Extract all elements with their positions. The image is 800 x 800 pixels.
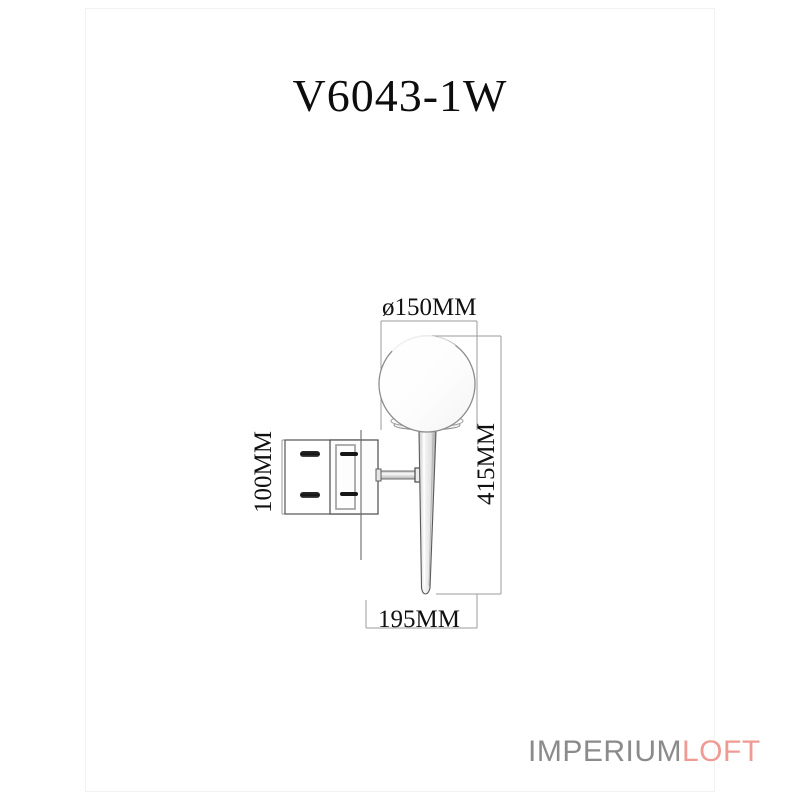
- page-border: [85, 8, 715, 792]
- logo-primary-text: IMPERIUM: [528, 735, 682, 768]
- arm-backplate-joint: [375, 468, 382, 482]
- brand-logo: IMPERIUMLOFT: [528, 735, 761, 769]
- page-title: V6043-1W: [292, 70, 508, 121]
- logo-accent-text: LOFT: [682, 735, 761, 768]
- mount-collar: [335, 444, 356, 510]
- tapered-vertical-rod: [418, 430, 437, 595]
- rod-shadow-edge: [428, 433, 434, 587]
- mount-box-outline: [329, 439, 379, 515]
- globe-highlight: [391, 335, 456, 352]
- globe-shade: [378, 335, 476, 433]
- backplate-slot-bottom: [300, 492, 320, 498]
- height-dimension-label: 415MM: [473, 423, 500, 505]
- backplate-slot-top: [300, 451, 320, 457]
- width-dimension-label: 195MM: [378, 606, 460, 633]
- mount-screw-slot-bottom: [340, 492, 358, 496]
- depth-dimension-label: 100MM: [250, 431, 277, 513]
- mount-screw-slot-top: [340, 452, 358, 456]
- horizontal-arm: [375, 467, 426, 483]
- diameter-dimension-label: ø150MM: [382, 294, 477, 321]
- rod-highlight: [423, 433, 426, 587]
- rod-body: [418, 430, 437, 595]
- wall-mount-bracket: [284, 430, 379, 560]
